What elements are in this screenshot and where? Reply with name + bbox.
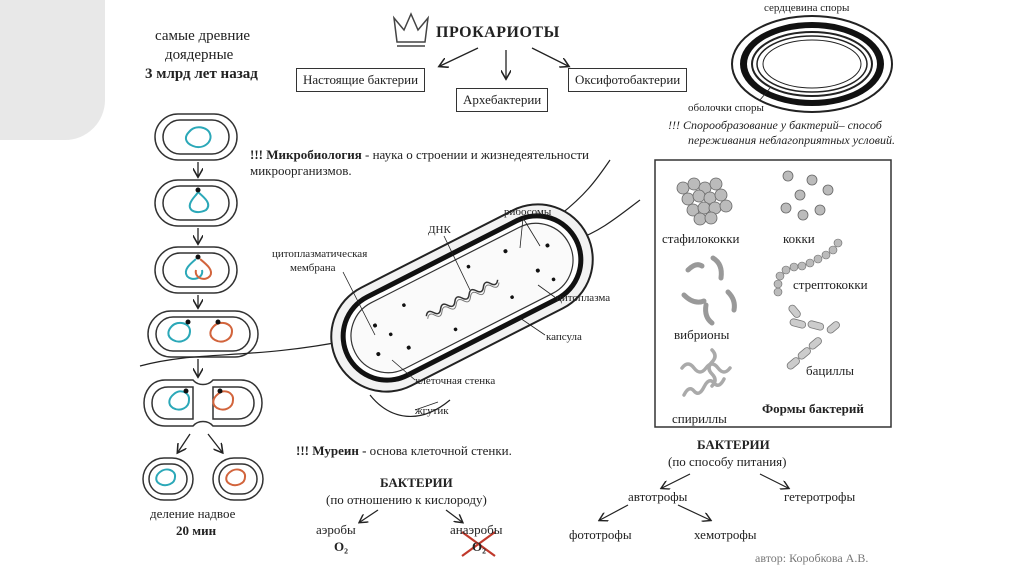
arrow-to-oxyphoto <box>531 47 568 66</box>
autotrophs-label: автотрофы <box>628 489 688 504</box>
spore-note-line2: переживания неблагоприятных условий. <box>688 133 895 147</box>
cocci-drawing <box>780 170 834 221</box>
label-membrane-line2: мембрана <box>290 262 336 274</box>
crossed-o2-mark <box>461 531 496 557</box>
timeline-line3: 3 млрд лет назад <box>145 66 258 82</box>
staphylococci-drawing <box>676 177 733 226</box>
division-time: 20 мин <box>176 523 217 538</box>
phototrophs-label: фототрофы <box>569 527 632 542</box>
oxygen-subtitle: (по отношению к кислороду) <box>326 492 487 507</box>
murein-text: основа клеточной стенки. <box>366 443 512 458</box>
form-vibrio: вибрионы <box>674 327 730 342</box>
page-title: ПРОКАРИОТЫ <box>436 24 560 41</box>
arrow-to-true-bacteria <box>440 47 479 66</box>
group-archaebacteria: Архебактерии <box>456 88 549 112</box>
form-staphylococci: стафилококки <box>662 231 740 246</box>
oxygen-title: БАКТЕРИИ <box>380 475 453 490</box>
form-streptococci: стрептококки <box>793 277 868 292</box>
spore-drawing <box>731 15 893 113</box>
label-cell-wall: клеточная стенка <box>415 375 496 387</box>
nutrition-subtitle: (по способу питания) <box>668 454 787 469</box>
nutrition-title: БАКТЕРИИ <box>697 437 770 452</box>
vibrio-drawing <box>681 255 737 326</box>
division-label: деление надвое <box>150 506 236 521</box>
group-oxyphotobacteria: Оксифотобактерии <box>568 68 688 92</box>
chemotrophs-label: хемотрофы <box>694 527 757 542</box>
label-ribosomes: рибосомы <box>504 206 552 218</box>
murein-definition: !!! Муреин - основа клеточной стенки. <box>296 443 512 459</box>
microbiology-definition: !!! Микробиология - наука о строении и ж… <box>250 147 589 163</box>
label-flagellum: жгутик <box>415 405 449 417</box>
spirilla-drawing <box>680 348 732 397</box>
author-credit: автор: Коробкова А.В. <box>755 551 869 565</box>
crown-icon <box>392 12 430 47</box>
bacilli-drawing <box>786 304 840 370</box>
form-bacilli: бациллы <box>806 363 855 378</box>
streptococci-drawing <box>773 238 843 297</box>
timeline-line2: доядерные <box>165 47 234 63</box>
bacterium-cell <box>139 159 641 418</box>
label-cytoplasm: цитоплазма <box>556 292 611 304</box>
label-capsule: капсула <box>546 331 582 343</box>
forms-box <box>654 159 892 428</box>
aerobes-label: аэробы <box>316 522 356 537</box>
anaerobes-o2: O₂ <box>472 539 487 554</box>
murein-term: !!! Муреин - <box>296 443 367 458</box>
spore-shells-label: оболочки споры <box>688 102 764 114</box>
corner-decoration <box>0 0 105 140</box>
division-series <box>142 113 264 501</box>
spore-core-label: сердцевина споры <box>764 2 850 14</box>
forms-caption: Формы бактерий <box>762 401 864 416</box>
group-true-bacteria: Настоящие бактерии <box>296 68 426 92</box>
label-dna: ДНК <box>428 224 451 236</box>
timeline-line1: самые древние <box>155 28 251 44</box>
anaerobes-label: анаэробы <box>450 522 503 537</box>
microbiology-term: !!! Микробиология <box>250 147 362 162</box>
microbiology-text-line2: микроорганизмов. <box>250 163 352 178</box>
heterotrophs-label: гетеротрофы <box>784 489 856 504</box>
form-spirilla: спириллы <box>672 411 727 426</box>
label-membrane-line1: цитоплазматическая <box>272 248 368 260</box>
aerobes-o2: O₂ <box>334 539 349 554</box>
form-cocci: кокки <box>783 231 815 246</box>
microbiology-text: - наука о строении и жизнедеятельности <box>361 147 589 162</box>
spore-note-line1: !!! Спорообразование у бактерий– способ <box>668 118 882 132</box>
